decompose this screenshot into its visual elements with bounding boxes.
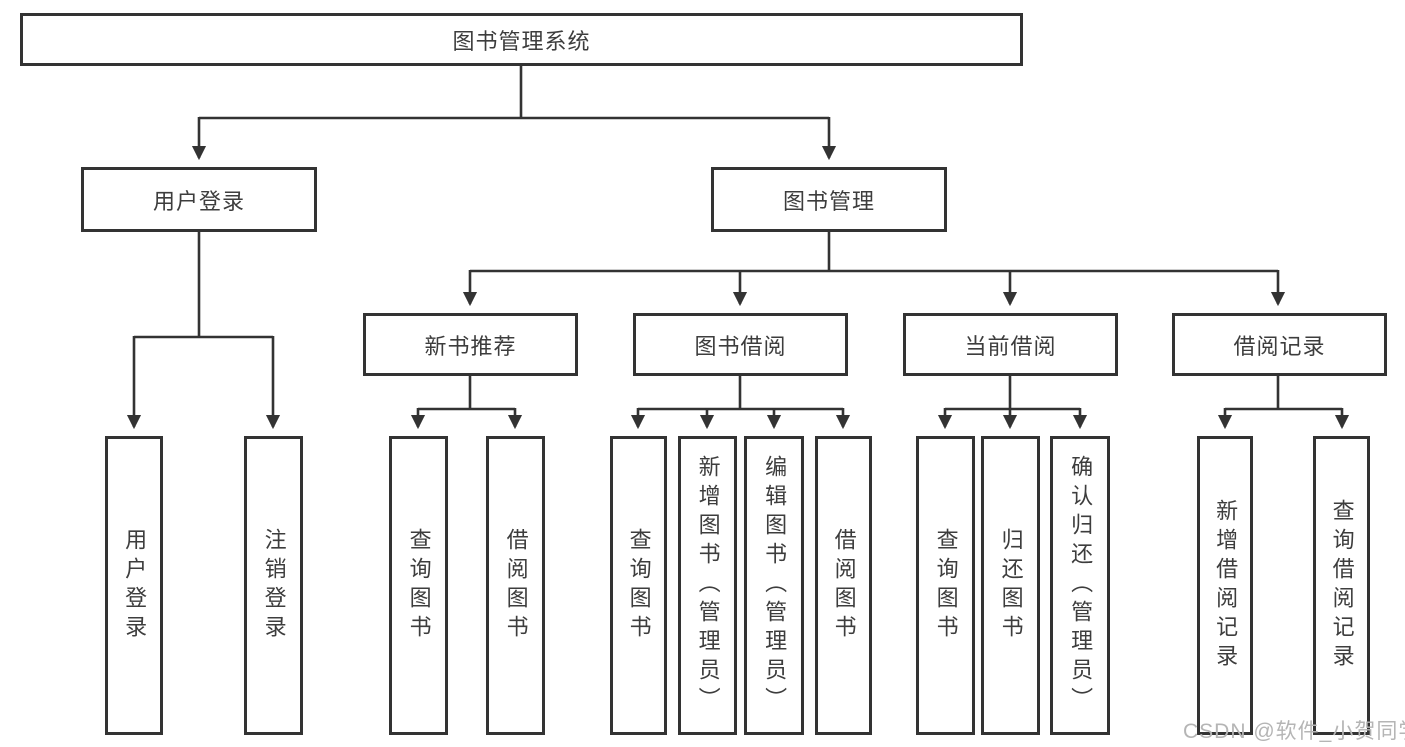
node-library-system: 图书管理系统 [20,13,1023,66]
node-user-login: 用户登录 [81,167,317,232]
leaf-borrow-books: 借阅图书 [815,436,872,735]
leaf-query-books-current: 查询图书 [916,436,975,735]
leaf-borrow-books-recommend: 借阅图书 [486,436,545,735]
node-current-borrow: 当前借阅 [903,313,1118,376]
node-book-management: 图书管理 [711,167,947,232]
leaf-edit-books-admin: 编辑图书（管理员） [744,436,804,735]
leaf-query-books-recommend: 查询图书 [389,436,448,735]
leaf-add-borrow-record: 新增借阅记录 [1197,436,1253,735]
leaf-logout: 注销登录 [244,436,303,735]
leaf-confirm-return-admin: 确认归还（管理员） [1050,436,1110,735]
node-new-book-recommend: 新书推荐 [363,313,578,376]
leaf-user-login: 用户登录 [105,436,163,735]
leaf-add-books-admin: 新增图书（管理员） [678,436,737,735]
leaf-query-books-borrow: 查询图书 [610,436,667,735]
leaf-return-books: 归还图书 [981,436,1040,735]
leaf-query-borrow-record: 查询借阅记录 [1313,436,1370,735]
watermark: CSDN @软件_小贺同学 [1183,720,1405,743]
node-borrow-records: 借阅记录 [1172,313,1387,376]
node-book-borrow: 图书借阅 [633,313,848,376]
